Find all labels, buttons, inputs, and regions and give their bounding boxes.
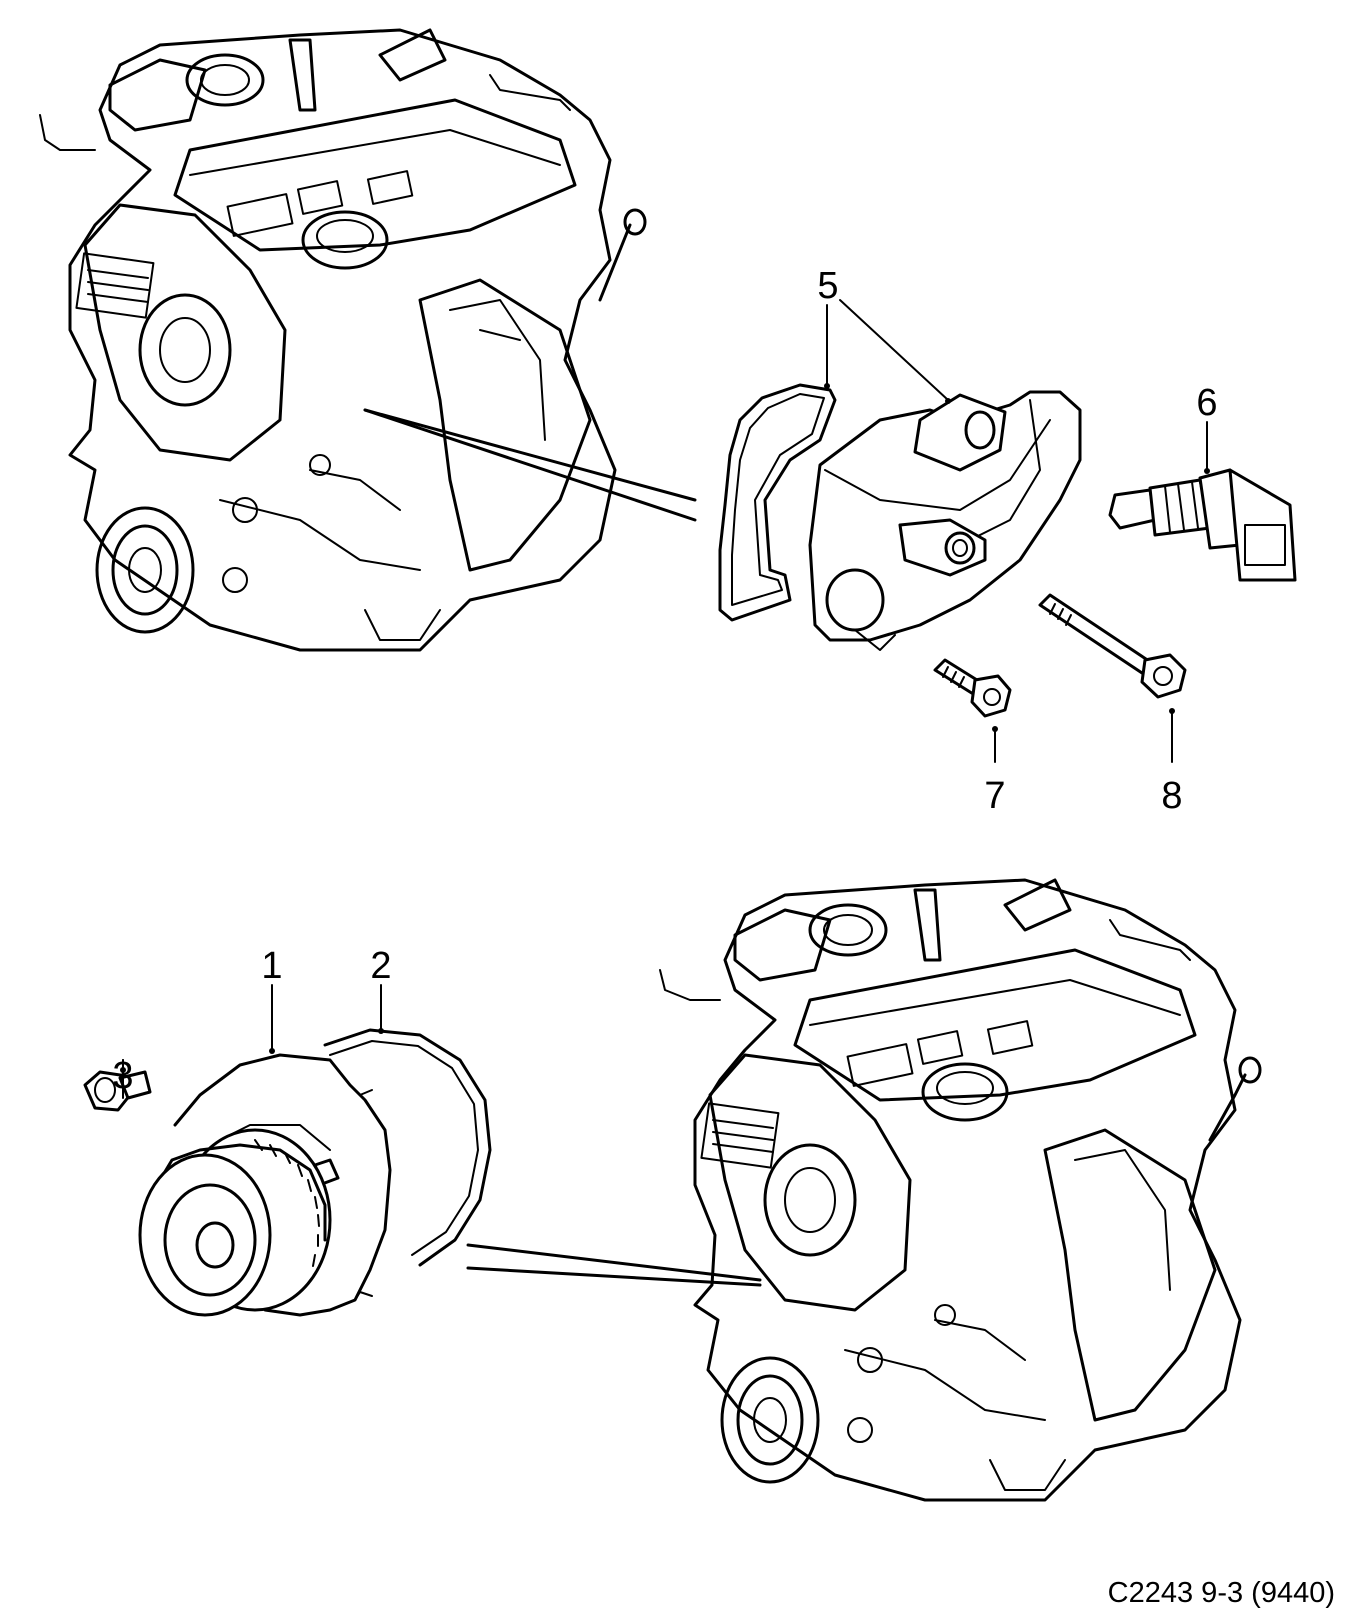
callout-3: 3 xyxy=(112,1055,133,1097)
part-5-thermostat-housing xyxy=(808,390,1082,651)
leader-lines-top xyxy=(363,408,697,522)
callout-5: 5 xyxy=(817,265,838,307)
callout-6: 6 xyxy=(1196,382,1217,424)
engine-bottom-illustration xyxy=(659,878,1262,1502)
part-2-o-ring xyxy=(323,1028,492,1267)
diagram-caption: C2243 9-3 (9440) xyxy=(1108,1577,1335,1609)
callout-1: 1 xyxy=(261,945,282,987)
callout-7: 7 xyxy=(984,775,1005,817)
part-8-long-bolt xyxy=(1038,593,1187,699)
callout-leaders xyxy=(120,299,1210,1099)
engine-top-illustration xyxy=(39,28,647,652)
part-7-short-bolt xyxy=(933,658,1012,718)
part-1-water-pump xyxy=(138,1053,392,1317)
leader-lines-bottom xyxy=(466,1243,762,1287)
callout-8: 8 xyxy=(1161,775,1182,817)
part-5-gasket xyxy=(718,383,837,622)
callout-2: 2 xyxy=(370,945,391,987)
part-6-coolant-sensor xyxy=(1108,468,1297,582)
part-3-bolt xyxy=(83,1070,152,1112)
